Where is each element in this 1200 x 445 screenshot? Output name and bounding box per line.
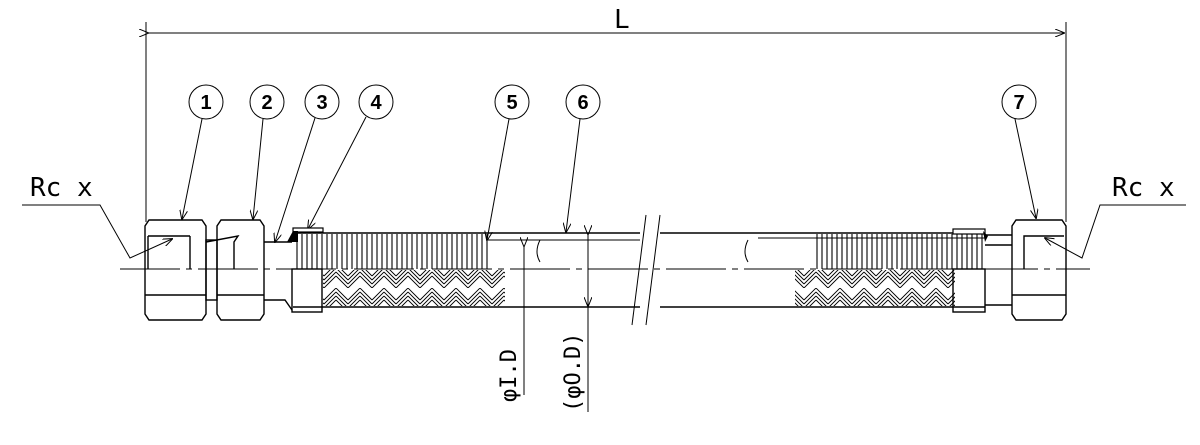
braid-left bbox=[323, 270, 505, 306]
length-label: L bbox=[614, 5, 630, 35]
svg-text:2: 2 bbox=[261, 92, 272, 114]
right-fitting-7 bbox=[952, 219, 1067, 321]
svg-text:(φO.D): (φO.D) bbox=[561, 333, 586, 412]
callout-7: 7 bbox=[1001, 84, 1036, 218]
svg-text:5: 5 bbox=[506, 92, 517, 114]
svg-text:Rc x: Rc x bbox=[30, 173, 93, 203]
svg-text:6: 6 bbox=[577, 92, 588, 114]
callout-4: 4 bbox=[308, 84, 394, 229]
svg-text:1: 1 bbox=[200, 92, 211, 114]
left-nut-2 bbox=[205, 219, 265, 321]
hose-body bbox=[293, 232, 985, 308]
corrugated-tube-right bbox=[813, 234, 985, 269]
braid-right bbox=[795, 270, 955, 306]
length-dimension: L bbox=[146, 5, 1067, 222]
callout-2: 2 bbox=[250, 84, 285, 219]
callout-5: 5 bbox=[487, 84, 530, 240]
callout-3: 3 bbox=[275, 84, 340, 242]
thread-label-left: Rc x bbox=[22, 173, 172, 259]
svg-text:Rc x: Rc x bbox=[1112, 173, 1175, 203]
callout-1: 1 bbox=[182, 84, 224, 219]
svg-text:φI.D: φI.D bbox=[497, 349, 522, 402]
callout-6: 6 bbox=[566, 84, 601, 232]
left-nut-1 bbox=[144, 219, 218, 321]
inner-diameter-dimension: φI.D bbox=[497, 246, 524, 402]
corrugated-tube-5 bbox=[294, 234, 488, 269]
svg-text:7: 7 bbox=[1013, 92, 1024, 114]
svg-text:3: 3 bbox=[316, 92, 327, 114]
svg-text:4: 4 bbox=[370, 92, 382, 114]
thread-label-right: Rc x bbox=[1045, 173, 1186, 259]
part-callouts: 1 2 3 4 5 6 7 bbox=[182, 84, 1036, 242]
break-marks bbox=[631, 214, 661, 326]
outer-diameter-dimension: (φO.D) bbox=[561, 234, 588, 412]
